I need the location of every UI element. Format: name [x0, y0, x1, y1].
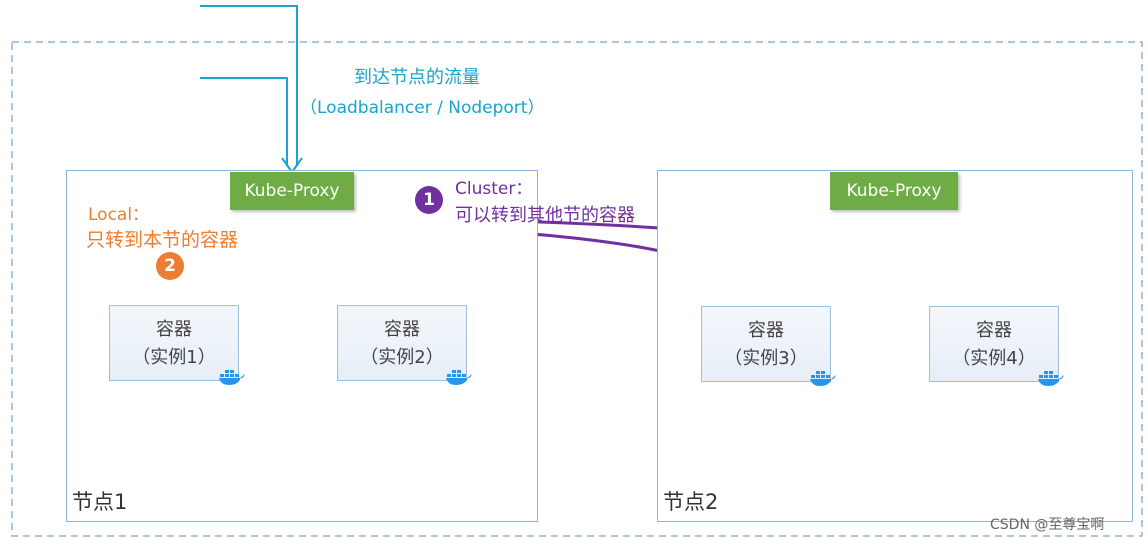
- node-1-label: 节点1: [72, 490, 128, 514]
- watermark: CSDN @至尊宝啊: [990, 517, 1105, 533]
- container-instance-1: 容器 （实例1）: [109, 305, 239, 381]
- cluster-title: Cluster：: [455, 179, 533, 199]
- container-instance-2: 容器 （实例2）: [337, 305, 467, 381]
- traffic-title: 到达节点的流量: [354, 67, 480, 88]
- container-instance-label: （实例2）: [360, 347, 444, 368]
- traffic-line-1: [200, 5, 298, 166]
- node-2-label: 节点2: [663, 490, 719, 514]
- container-instance-4: 容器 （实例4）: [929, 306, 1059, 382]
- container-title: 容器: [976, 320, 1012, 341]
- docker-icon: [810, 371, 836, 386]
- node-1-kube-proxy: Kube-Proxy: [230, 172, 354, 210]
- container-instance-3: 容器 （实例3）: [701, 306, 831, 382]
- local-title: Local：: [88, 205, 150, 225]
- local-description: 只转到本节的容器: [86, 229, 239, 251]
- traffic-line-2: [200, 77, 288, 166]
- container-title: 容器: [384, 319, 420, 340]
- local-badge: 2: [156, 252, 184, 280]
- container-instance-label: （实例1）: [132, 347, 216, 368]
- container-instance-label: （实例4）: [952, 348, 1036, 369]
- cluster-badge: 1: [415, 186, 443, 214]
- traffic-subtitle: （Loadbalancer / Nodeport）: [300, 98, 545, 118]
- cluster-dashed-frame: [11, 41, 1143, 537]
- cluster-description: 可以转到其他节的容器: [455, 205, 635, 226]
- docker-icon: [1038, 371, 1064, 386]
- docker-icon: [446, 370, 472, 385]
- node-2-kube-proxy: Kube-Proxy: [830, 172, 958, 210]
- container-title: 容器: [156, 319, 192, 340]
- docker-icon: [219, 370, 245, 385]
- container-title: 容器: [748, 320, 784, 341]
- container-instance-label: （实例3）: [724, 348, 808, 369]
